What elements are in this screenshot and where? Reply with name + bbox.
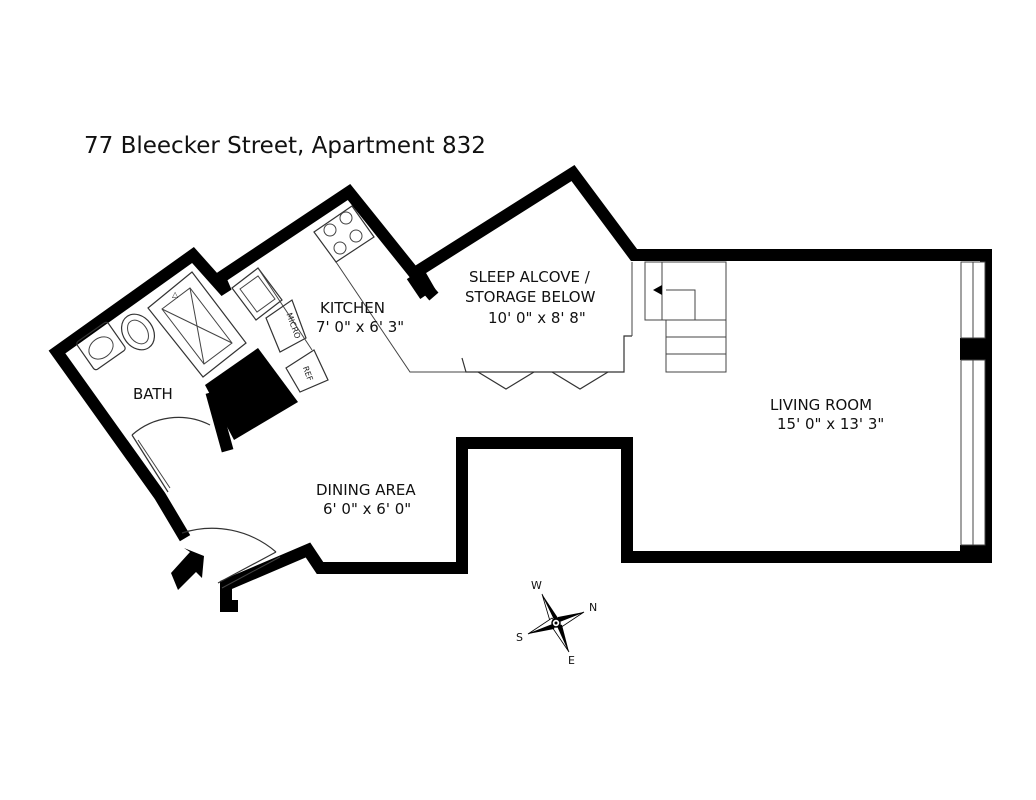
kitchen-label: KITCHEN [320,299,385,317]
compass-rose-icon [527,593,585,653]
entry-arrow-icon [171,548,204,590]
compass-west: W [531,579,542,592]
svg-text:△: △ [172,290,179,299]
wall-stub-alcove [406,269,436,299]
plan-title: 77 Bleecker Street, Apartment 832 [84,133,486,159]
micro-label: MICRO [284,312,302,340]
sleep-alcove-size: 10' 0" x 8' 8" [488,309,586,327]
bath-label: BATH [133,385,173,403]
kitchen-size: 7' 0" x 6' 3" [316,318,404,336]
compass-south: S [516,631,523,644]
wall-stub-right-bottom [960,545,991,563]
entry-door [181,527,281,589]
compass-north: N [589,601,597,614]
bath-door [131,416,211,493]
bath-fixtures: △ [76,271,247,378]
shaft-column [205,348,298,440]
ref-label: REF [301,365,315,383]
compass-east: E [568,654,575,667]
dining-area-size: 6' 0" x 6' 0" [323,500,411,518]
wall-stub-right [960,338,991,360]
sleep-alcove-label-1: SLEEP ALCOVE / [469,268,591,286]
windows [960,261,986,546]
sleep-alcove-label-2: STORAGE BELOW [465,288,596,306]
alcove-details [461,261,727,390]
exterior-walls [48,164,992,612]
living-room-label: LIVING ROOM [770,396,872,414]
dining-area-label: DINING AREA [316,481,416,499]
living-room-size: 15' 0" x 13' 3" [777,415,884,433]
